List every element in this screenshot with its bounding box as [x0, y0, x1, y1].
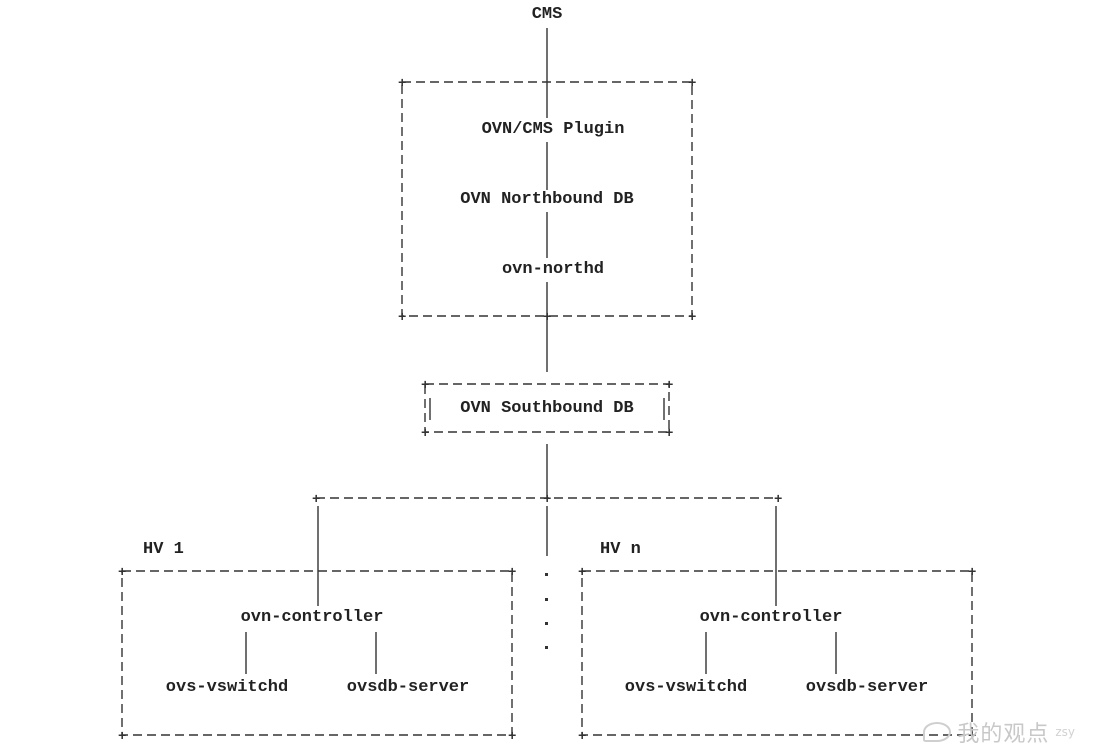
svg-text:+: +	[774, 492, 782, 508]
hvn-controller-label: ovn-controller	[699, 608, 843, 628]
southbound-label: OVN Southbound DB	[460, 399, 634, 419]
hv1-ovsdb-label: ovsdb-server	[346, 678, 470, 697]
svg-text:+: +	[968, 729, 976, 745]
hvn-box	[581, 570, 973, 736]
hv1-controller-label: ovn-controller	[240, 608, 384, 628]
chat-bubble-icon	[923, 722, 952, 742]
hv1-box	[121, 570, 513, 736]
svg-text:+: +	[312, 492, 320, 508]
svg-text:+: +	[508, 565, 516, 581]
svg-text:+: +	[421, 378, 429, 394]
svg-text:+: +	[543, 310, 551, 326]
svg-text:+: +	[398, 76, 406, 92]
svg-text:+: +	[118, 729, 126, 745]
svg-text:+: +	[421, 426, 429, 442]
ellipsis-dot	[545, 573, 548, 576]
svg-text:+: +	[688, 310, 696, 326]
hvn-ovsdb-label: ovsdb-server	[805, 678, 929, 697]
ellipsis-dot	[545, 646, 548, 649]
hv1-label: HV 1	[143, 540, 184, 559]
hvn-label: HV n	[600, 540, 641, 559]
plugin-label: OVN/CMS Plugin	[481, 120, 625, 140]
hvn-vswitchd-label: ovs-vswitchd	[624, 678, 748, 697]
svg-text:+: +	[118, 565, 126, 581]
svg-text:+: +	[543, 492, 551, 508]
hv1-vswitchd-label: ovs-vswitchd	[165, 678, 289, 697]
northd-label: ovn-northd	[501, 260, 605, 280]
svg-text:+: +	[508, 729, 516, 745]
svg-text:+: +	[688, 76, 696, 92]
svg-text:+: +	[398, 310, 406, 326]
svg-text:+: +	[578, 565, 586, 581]
southbound-box	[424, 383, 670, 433]
northbound-label: OVN Northbound DB	[460, 190, 634, 210]
svg-text:+: +	[578, 729, 586, 745]
svg-text:+: +	[968, 565, 976, 581]
cms-label: CMS	[531, 5, 563, 24]
svg-text:+: +	[665, 378, 673, 394]
watermark-sub: zsy	[1055, 725, 1075, 739]
watermark: 我的观点 zsy	[923, 716, 1075, 748]
svg-text:+: +	[665, 426, 673, 442]
ellipsis-dot	[545, 622, 548, 625]
ellipsis-dot	[545, 598, 548, 601]
watermark-text: 我的观点	[957, 722, 1050, 747]
